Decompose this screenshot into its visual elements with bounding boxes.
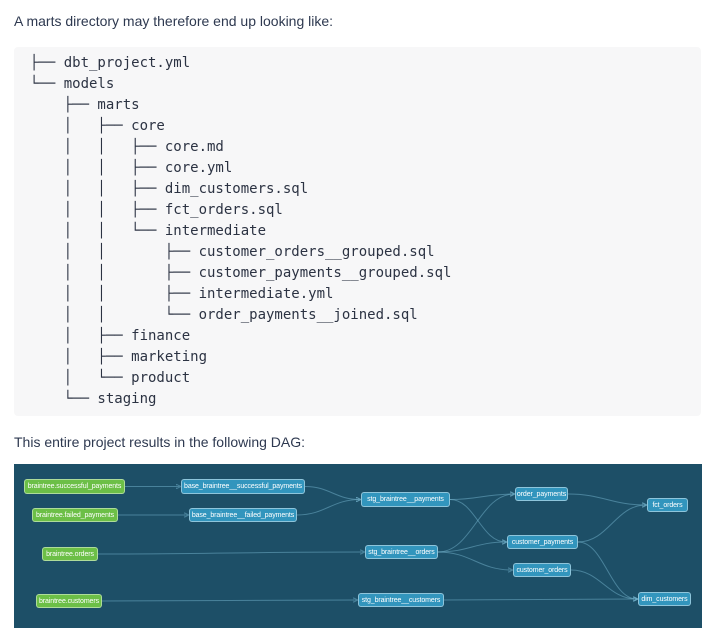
directory-tree: ├── dbt_project.yml └── models ├── marts… [14, 47, 701, 416]
dag-node-stg_braintree__customers: stg_braintree__customers [358, 593, 444, 607]
dag-edge-stg_braintree__orders--customer_orders [437, 551, 512, 570]
dag-caption: This entire project results in the follo… [14, 434, 306, 450]
dag-edges [97, 464, 702, 628]
dag-edge-braintree_orders--stg_braintree__orders [97, 552, 364, 554]
dag-node-stg_braintree__orders: stg_braintree__orders [365, 545, 438, 559]
dag-node-customer_payments: customer_payments [507, 535, 578, 549]
dag-edge-base_braintree__successful_payments--stg_braintree__payments [304, 486, 360, 500]
dag-edge-customer_orders--dim_customers [570, 569, 637, 599]
dag-edge-order_payments--fct_orders [567, 493, 646, 505]
dag-edge-stg_braintree__orders--order_payments [437, 494, 514, 553]
dag-node-braintree_customers: braintree.customers [36, 594, 102, 608]
dag-edge-stg_braintree__orders--customer_payments [437, 542, 506, 553]
dag-node-stg_braintree__payments: stg_braintree__payments [361, 492, 450, 507]
dag-edge-stg_braintree__payments--customer_payments [449, 499, 506, 543]
dag-node-braintree_failed_payments: braintree.failed_payments [32, 508, 118, 522]
dag-node-braintree_successful_payments: braintree.successful_payments [24, 479, 125, 494]
dag-node-customer_orders: customer_orders [513, 563, 571, 577]
dag-edge-stg_braintree__customers--dim_customers [443, 599, 637, 600]
dag-image[interactable]: braintree.successful_payments braintree.f… [14, 464, 702, 628]
dag-node-fct_orders: fct_orders [647, 498, 688, 512]
intro-text: A marts directory may therefore end up l… [14, 13, 334, 29]
dag-node-braintree_orders: braintree.orders [42, 547, 98, 561]
dag-edge-customer_payments--fct_orders [577, 505, 646, 543]
dag-node-order_payments: order_payments [515, 487, 568, 501]
dag-edge-customer_payments--dim_customers [577, 541, 637, 599]
dag-edge-braintree_customers--stg_braintree__customers [101, 600, 357, 601]
dag-node-base_braintree__failed_payments: base_braintree__failed_payments [189, 508, 297, 522]
dag-edge-stg_braintree__payments--order_payments [449, 494, 514, 500]
dag-node-dim_customers: dim_customers [638, 592, 691, 606]
dag-edge-base_braintree__failed_payments--stg_braintree__payments [296, 500, 360, 516]
dag-node-base_braintree__successful_payments: base_braintree__successful_payments [181, 479, 305, 494]
